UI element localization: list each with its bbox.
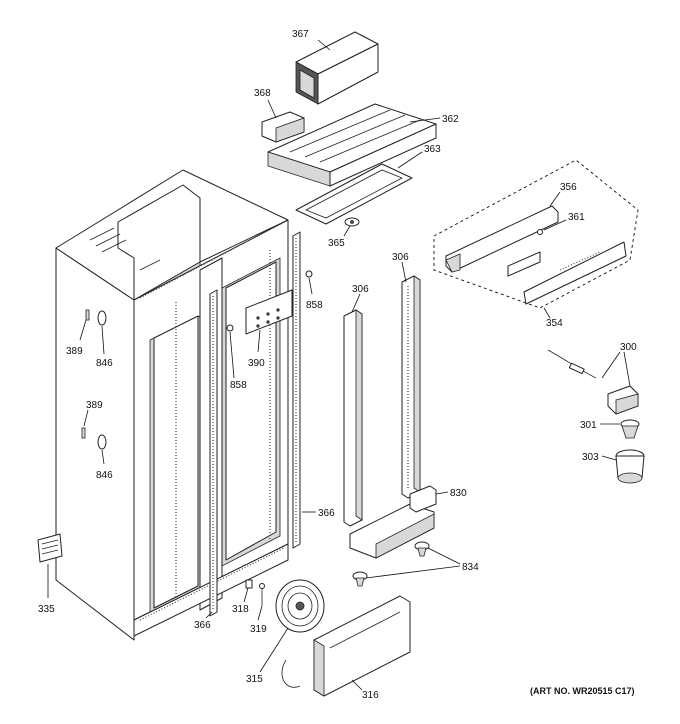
callout-846-lower: 846 <box>96 470 113 481</box>
part-306-channel-left <box>343 309 363 527</box>
part-834-foot-upper <box>414 541 430 557</box>
callout-354: 354 <box>546 318 563 329</box>
part-301-disc <box>620 419 640 439</box>
callout-316: 316 <box>362 690 379 701</box>
part-368-bracket <box>261 111 305 143</box>
part-300-sensor-harness <box>547 349 639 415</box>
callout-830: 830 <box>450 488 467 499</box>
callout-363: 363 <box>424 144 441 155</box>
part-365-clip <box>344 217 360 227</box>
part-354-board <box>507 241 627 305</box>
callout-389-lower: 389 <box>86 400 103 411</box>
part-366-trim-left <box>209 289 218 617</box>
callout-303: 303 <box>582 452 599 463</box>
callout-366-right: 366 <box>318 508 335 519</box>
part-390-plate <box>245 289 293 335</box>
callout-846-upper: 846 <box>96 358 113 369</box>
callout-318: 318 <box>232 604 249 615</box>
part-834-foot-lower <box>352 571 368 587</box>
callout-306-left: 306 <box>352 284 369 295</box>
callout-301: 301 <box>580 420 597 431</box>
callout-356: 356 <box>560 182 577 193</box>
part-306-channel-right <box>401 275 421 499</box>
part-303-cap <box>615 449 645 484</box>
part-335-grille <box>37 533 63 563</box>
part-366-trim-right <box>292 231 301 549</box>
part-319-screw <box>259 583 265 606</box>
callout-361: 361 <box>568 212 585 223</box>
callout-365: 365 <box>328 238 345 249</box>
callout-858-right: 858 <box>306 300 323 311</box>
callout-858-left: 858 <box>230 380 247 391</box>
callout-315: 315 <box>246 674 263 685</box>
callout-366-left: 366 <box>194 620 211 631</box>
part-356-housing <box>445 205 559 273</box>
callout-834: 834 <box>462 562 479 573</box>
callout-335: 335 <box>38 604 55 615</box>
part-858-screw-right <box>305 270 313 278</box>
callout-367: 367 <box>292 29 309 40</box>
callout-390: 390 <box>248 358 265 369</box>
callout-300: 300 <box>620 342 637 353</box>
part-367-duct <box>295 31 379 105</box>
part-315-fan-motor <box>275 579 325 688</box>
assembly-354-boundary <box>433 159 639 309</box>
part-362-housing <box>267 103 437 187</box>
callout-306-right: 306 <box>392 252 409 263</box>
part-830-bracket <box>349 485 437 559</box>
part-858-screw-left <box>226 324 234 332</box>
part-316-cover <box>313 595 411 697</box>
art-number: (ART NO. WR20515 C17) <box>530 686 635 696</box>
callout-368: 368 <box>254 88 271 99</box>
callout-319: 319 <box>250 624 267 635</box>
part-318 <box>245 579 253 589</box>
part-363-frame <box>295 163 413 225</box>
callout-362: 362 <box>442 114 459 125</box>
part-361-screw <box>537 229 543 235</box>
callout-389-upper: 389 <box>66 346 83 357</box>
